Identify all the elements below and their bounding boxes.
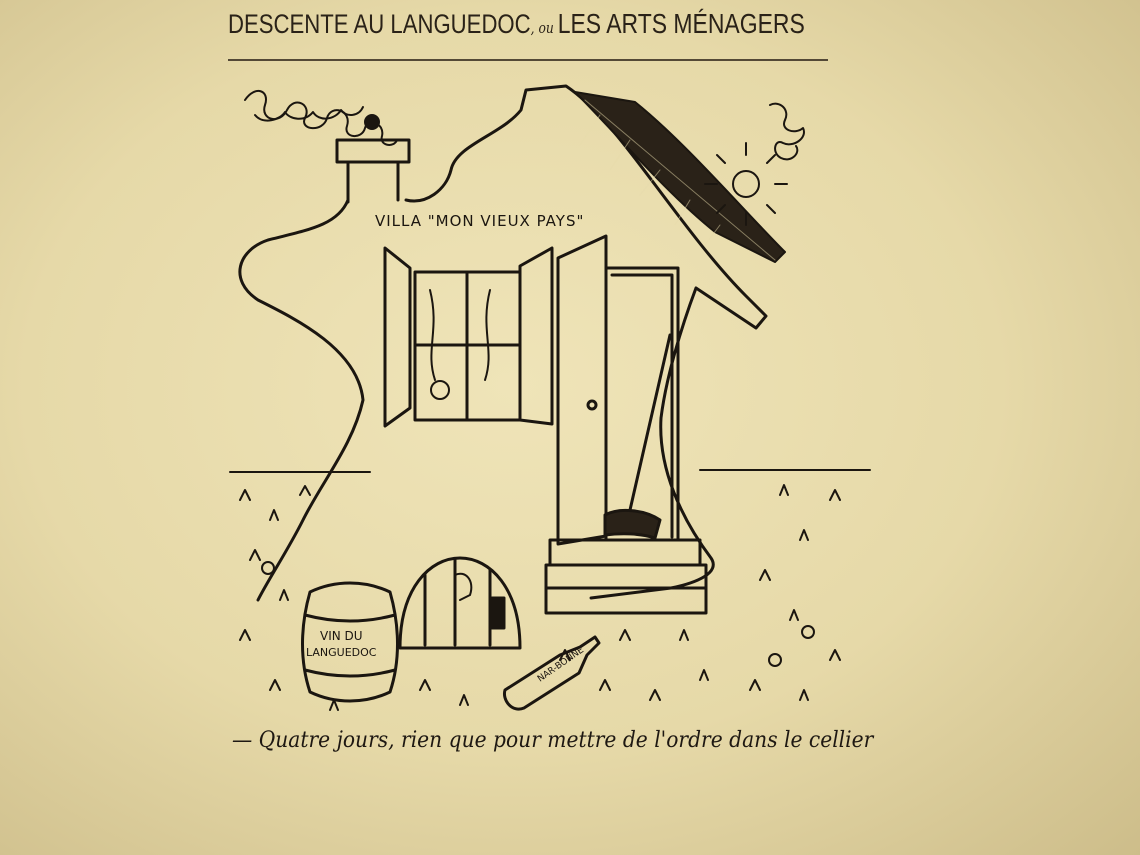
chimney (335, 138, 411, 204)
roof (574, 91, 786, 263)
house-outline (238, 84, 768, 602)
villa-sign: VILLA "MON VIEUX PAYS" (375, 212, 584, 230)
cellar-window (398, 556, 522, 650)
artist-signature (769, 102, 805, 161)
title-part-2: LES ARTS MÉNAGERS (557, 8, 805, 39)
cartoon-title: DESCENTE AU LANGUEDOC, ou LES ARTS MÉNAG… (228, 8, 805, 40)
title-underline (228, 59, 828, 61)
broom (603, 333, 672, 540)
title-connector: , ou (530, 19, 558, 37)
wine-barrel (301, 581, 399, 703)
sun-icon (704, 142, 788, 226)
barrel-label-line-2: LANGUEDOC (306, 646, 377, 659)
chimney-smoke (244, 90, 398, 146)
cartoon-caption: — Quatre jours, rien que pour mettre de … (232, 728, 874, 753)
door (556, 234, 680, 546)
grass (229, 469, 871, 711)
title-part-1: DESCENTE AU LANGUEDOC (228, 9, 531, 39)
door-steps (544, 538, 708, 615)
window (383, 246, 554, 428)
barrel-label-line-1: VIN DU (320, 629, 363, 643)
wine-bottle (502, 635, 601, 711)
